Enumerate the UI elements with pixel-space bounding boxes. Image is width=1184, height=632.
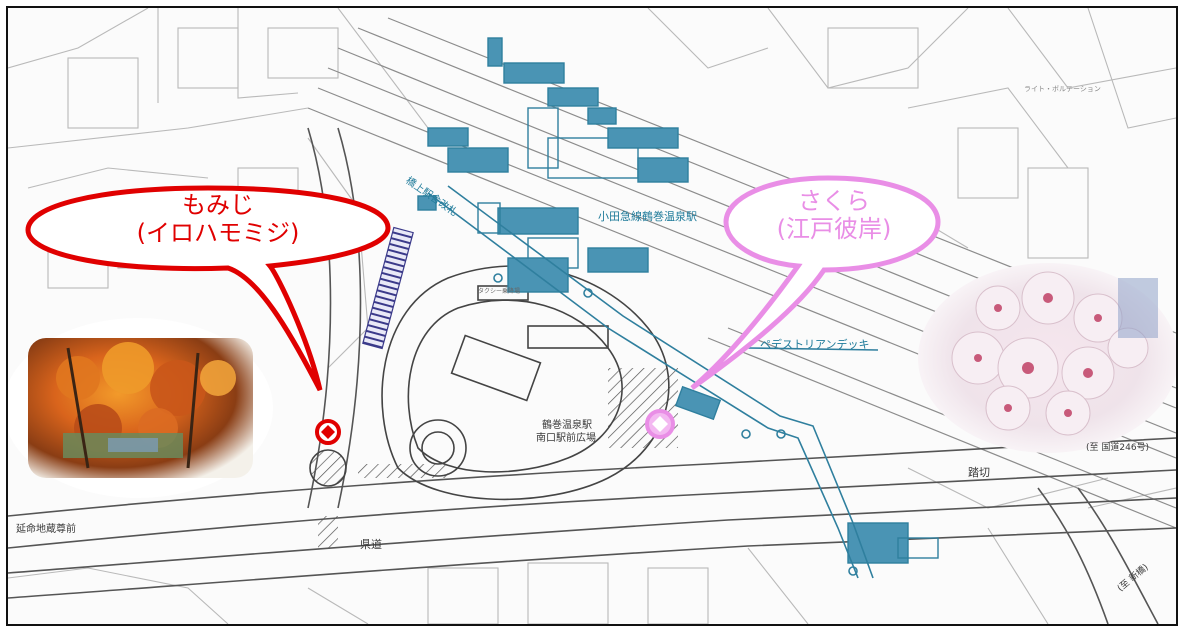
plaza-name-label: 鶴巻温泉駅 xyxy=(542,420,592,431)
station-detail-label: ライト・ボルテーション xyxy=(1024,85,1101,93)
plaza-area-label: 南口駅前広場 xyxy=(536,433,596,444)
to-route246-label: (至 国道246号) xyxy=(1086,443,1150,453)
sakura-balloon xyxy=(690,175,941,391)
pedestrian-deck-label: ペデストリアンデッキ xyxy=(760,338,870,351)
autumn-maple-photo xyxy=(8,318,273,498)
momiji-balloon xyxy=(25,185,391,392)
station-area-map xyxy=(8,8,1176,624)
sakura-title: さくら xyxy=(798,187,870,215)
sakura-subtitle: (江戸彼岸) xyxy=(776,214,892,243)
pedestrian-deck xyxy=(427,185,879,579)
shop-label: タクシー乗降場 xyxy=(478,288,521,295)
sakura-marker[interactable] xyxy=(645,409,675,439)
plaza xyxy=(309,265,670,501)
prefectural-road-label: 県道 xyxy=(360,538,382,551)
platform-rail xyxy=(362,226,414,350)
momiji-subtitle: (イロハモミジ) xyxy=(136,218,300,247)
odakyu-station-label: 小田急線鶴巻温泉駅 xyxy=(598,210,697,223)
railway-crossing-label: 踏切 xyxy=(968,466,990,479)
crosswalks xyxy=(318,368,678,548)
momiji-balloon-text: もみじ (イロハモミジ) xyxy=(68,191,368,247)
sakura-balloon-text: さくら (江戸彼岸) xyxy=(744,187,924,243)
cherry-blossom-photo xyxy=(918,263,1176,453)
map-frame: 小田急線鶴巻温泉駅 橋上駅舎改札 ペデストリアンデッキ 鶴巻温泉駅 南口駅前広場… xyxy=(6,6,1178,626)
enmei-jizo-label: 延命地蔵尊前 xyxy=(16,524,76,535)
momiji-title: もみじ xyxy=(182,191,254,219)
momiji-marker[interactable] xyxy=(315,419,341,445)
